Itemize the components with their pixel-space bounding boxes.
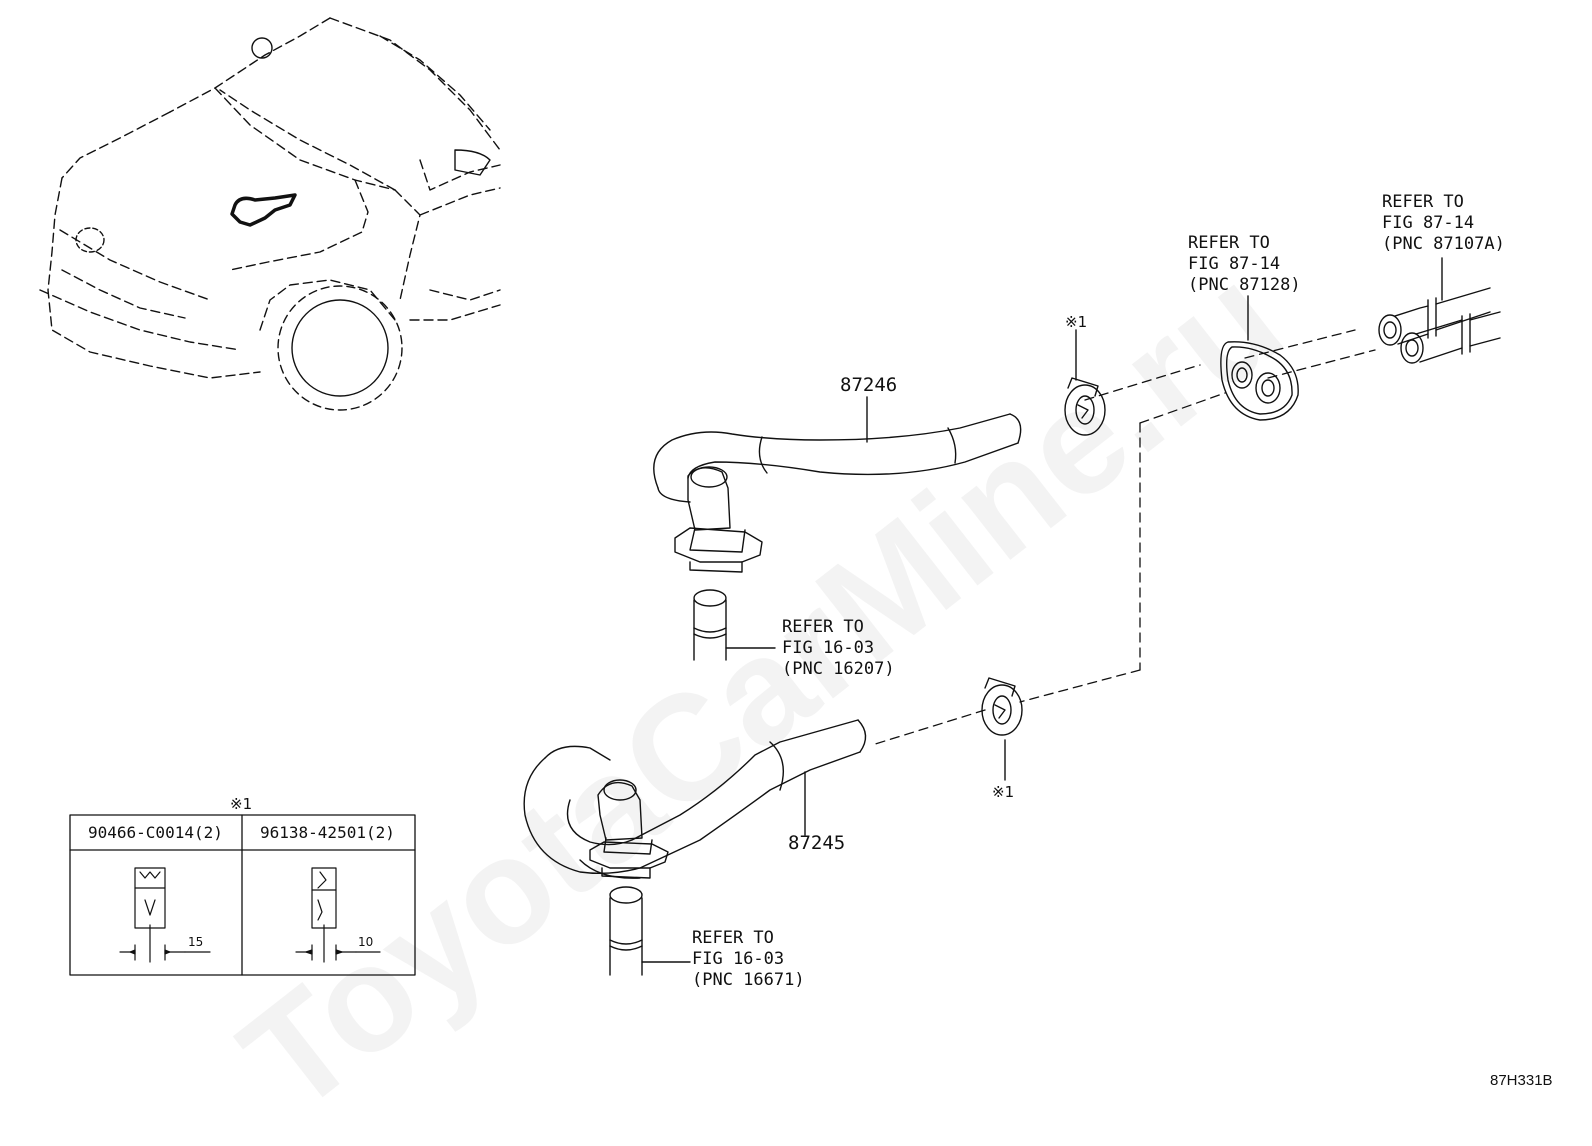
grommet-87128 bbox=[1220, 295, 1299, 421]
connectors-87107A bbox=[1378, 257, 1501, 364]
part-number-87246[interactable]: 87246 bbox=[840, 374, 898, 396]
reference-16207[interactable]: REFER TO FIG 16-03 (PNC 16207) bbox=[782, 617, 895, 679]
reference-16671[interactable]: REFER TO FIG 16-03 (PNC 16671) bbox=[692, 928, 805, 990]
parts-diagram: ToyotaCarMine.ru bbox=[39, 17, 1553, 1144]
clip-96138 bbox=[295, 867, 381, 963]
clip-dimension-2: 10 bbox=[358, 935, 374, 949]
pipe-16671 bbox=[609, 886, 691, 976]
hose-87246 bbox=[653, 413, 1022, 573]
car-wheel bbox=[277, 285, 403, 411]
clip-upper bbox=[1064, 377, 1106, 436]
reference-87107A[interactable]: REFER TO FIG 87-14 (PNC 87107A) bbox=[1382, 192, 1505, 254]
clip-table-mark: ※1 bbox=[230, 795, 253, 813]
clip-mark-lower: ※1 bbox=[992, 783, 1015, 801]
pipe-16207 bbox=[693, 589, 776, 661]
clip-table-col1[interactable]: 90466-C0014(2) bbox=[88, 823, 223, 842]
reference-87128[interactable]: REFER TO FIG 87-14 (PNC 87128) bbox=[1188, 233, 1301, 295]
connection-lines bbox=[871, 329, 1376, 746]
car-illustration bbox=[39, 17, 501, 379]
clip-table-col2[interactable]: 96138-42501(2) bbox=[260, 823, 395, 842]
hose-87245 bbox=[523, 719, 867, 879]
clip-dimension-1: 15 bbox=[188, 935, 204, 949]
diagram-drawing bbox=[39, 17, 1501, 976]
clip-table-frame bbox=[69, 814, 416, 976]
engine-location-icon bbox=[230, 193, 297, 227]
figure-code: 87H331B bbox=[1490, 1072, 1553, 1089]
part-number-87245[interactable]: 87245 bbox=[788, 832, 846, 854]
clip-lower bbox=[981, 677, 1023, 781]
clip-mark-upper: ※1 bbox=[1065, 313, 1088, 331]
clip-90466 bbox=[119, 867, 211, 963]
